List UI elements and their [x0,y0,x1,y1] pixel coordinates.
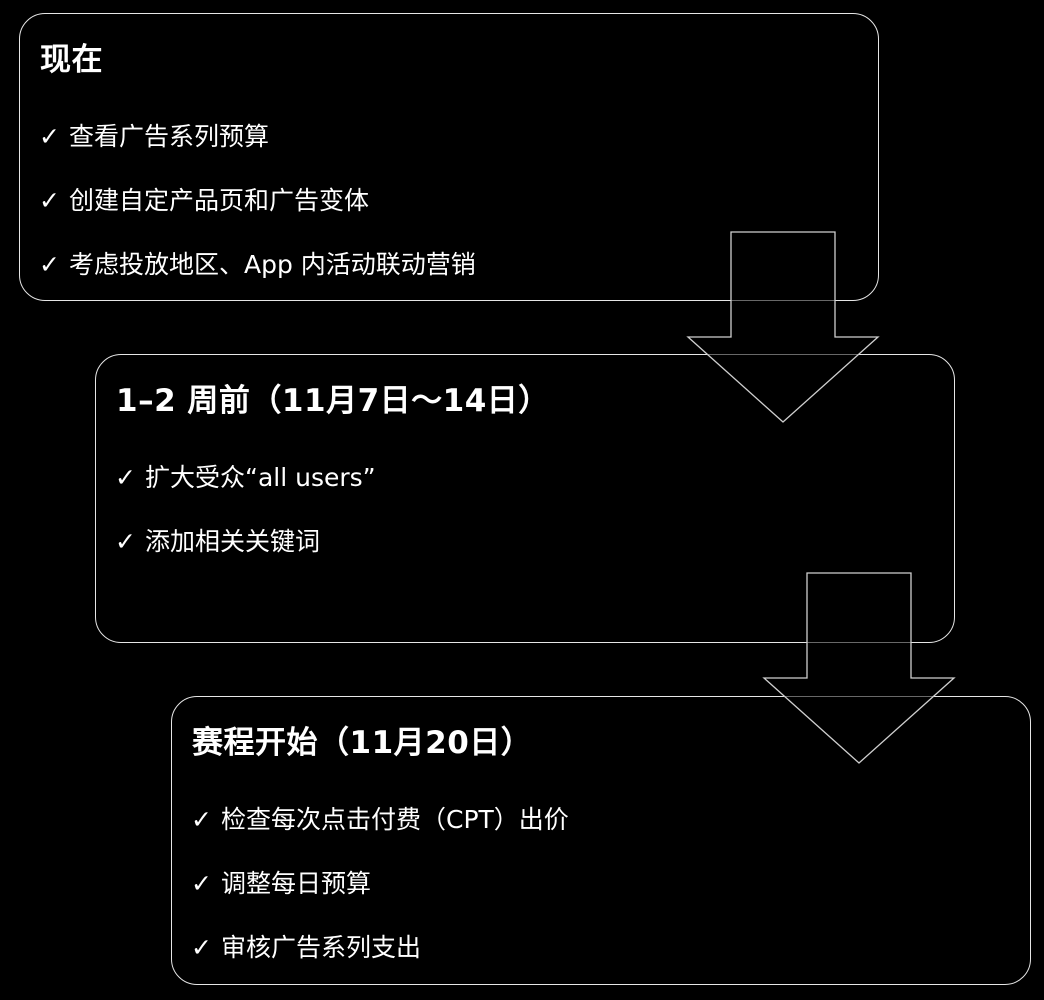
check-icon: ✓ [39,250,60,279]
check-icon: ✓ [191,805,212,834]
check-icon: ✓ [191,933,212,962]
task-label: 扩大受众“all users” [145,463,376,492]
task-item: ✓ 考虑投放地区、App 内活动联动营销 [39,249,476,281]
check-icon: ✓ [39,122,60,151]
stage-prep: 1–2 周前（11月7日～14日） ✓ 扩大受众“all users” ✓ 添加相关… [95,354,955,643]
task-item: ✓ 调整每日预算 [191,868,371,900]
stage-start: 赛程开始（11月20日） ✓ 检查每次点击付费（CPT）出价 ✓ 调整每日预算 ✓ 审… [171,696,1031,985]
stage-now: 现在 ✓ 查看广告系列预算 ✓ 创建自定产品页和广告变体 ✓ 考虑投放地区、App 内… [19,13,879,301]
check-icon: ✓ [115,463,136,492]
check-icon: ✓ [39,186,60,215]
task-label: 审核广告系列支出 [221,933,422,962]
stage-title-now: 现在 [40,42,103,78]
task-label: 查看广告系列预算 [69,122,270,151]
task-label: 添加相关关键词 [145,527,321,556]
stage-title-start: 赛程开始（11月20日） [192,725,533,761]
task-item: ✓ 检查每次点击付费（CPT）出价 [191,804,569,836]
check-icon: ✓ [115,527,136,556]
task-item: ✓ 审核广告系列支出 [191,932,421,964]
task-label: 创建自定产品页和广告变体 [69,186,370,215]
task-label: 检查每次点击付费（CPT）出价 [221,805,569,834]
stage-title-prep: 1–2 周前（11月7日～14日） [116,383,550,419]
task-item: ✓ 查看广告系列预算 [39,121,269,153]
task-item: ✓ 添加相关关键词 [115,526,320,558]
task-label: 考虑投放地区、App 内活动联动营销 [69,250,476,279]
task-item: ✓ 扩大受众“all users” [115,462,376,494]
check-icon: ✓ [191,869,212,898]
task-item: ✓ 创建自定产品页和广告变体 [39,185,369,217]
task-label: 调整每日预算 [221,869,372,898]
